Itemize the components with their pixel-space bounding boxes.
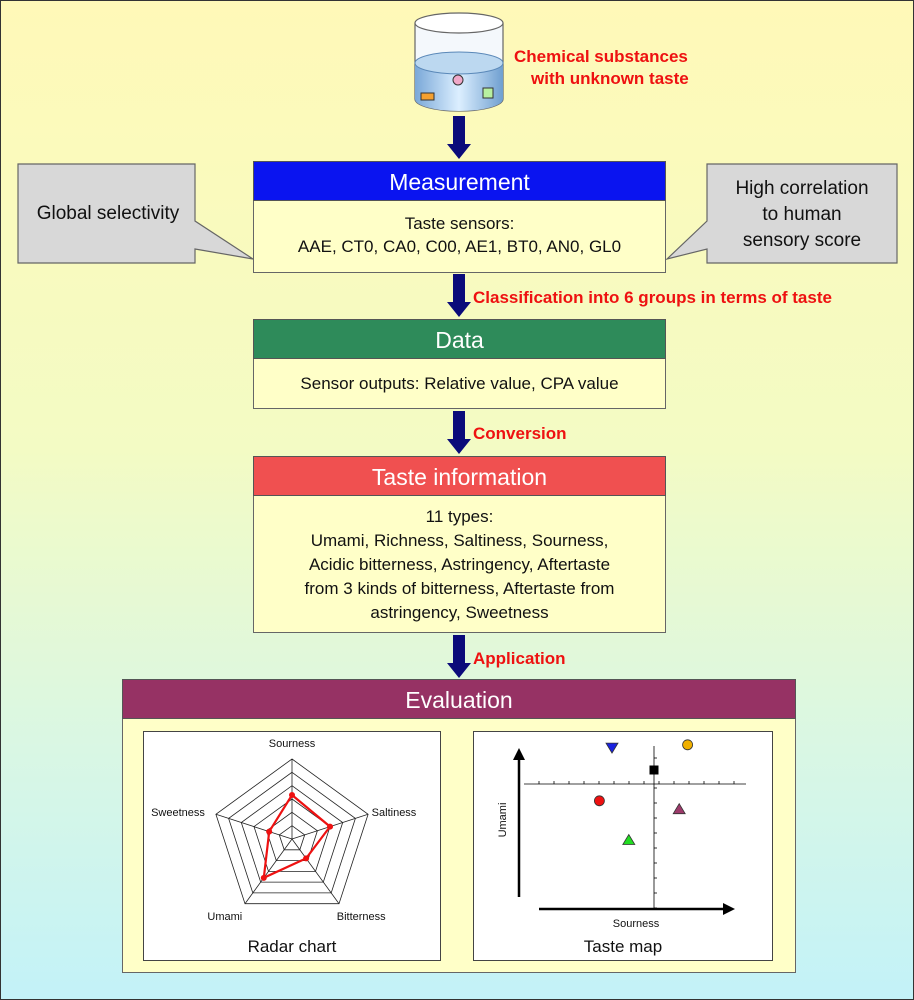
taste-map: Sourness Umami	[497, 739, 746, 930]
callout-left	[17, 163, 254, 264]
arrow2-label: Conversion	[473, 424, 567, 443]
radar-axis-label: Sourness	[269, 738, 316, 750]
radar-grid-ring	[278, 825, 306, 851]
radar-grid-ring	[228, 771, 356, 894]
map-caption: Taste map	[583, 937, 663, 956]
callout-left-text: Global selectivity	[36, 203, 180, 224]
callout-right	[665, 163, 898, 264]
taste-info-text: 11 types: Umami, Richness, Saltiness, So…	[253, 505, 666, 625]
taste-info-line4: from 3 kinds of bitterness, Aftertaste f…	[304, 579, 615, 598]
taste-map-panel: Sourness Umami Taste map	[473, 731, 773, 961]
radar-point	[303, 855, 310, 862]
map-y-label: Umami	[497, 803, 509, 838]
radar-caption: Radar chart	[247, 937, 337, 956]
map-point	[649, 765, 659, 775]
taste-info-line5: astringency, Sweetness	[370, 603, 549, 622]
radar-axis-label: Saltiness	[372, 807, 417, 819]
radar-point	[289, 792, 295, 798]
radar-point	[327, 823, 334, 830]
map-x-label: Sourness	[613, 918, 660, 930]
arrow-down-icon	[447, 116, 471, 159]
taste-info-line3: Acidic bitterness, Astringency, Aftertas…	[308, 555, 611, 574]
radar-grid-ring	[215, 758, 369, 905]
arrow3-label: Application	[473, 649, 566, 668]
radar-axis-line	[244, 838, 293, 904]
source-label-line2: with unknown taste	[531, 69, 689, 88]
radar-axis-label: Sweetness	[151, 807, 205, 819]
arrow1-label: Classification into 6 groups in terms of…	[473, 288, 832, 307]
beaker-icon	[414, 12, 504, 112]
radar-point	[260, 874, 267, 881]
radar-axis-label: Bitterness	[337, 911, 386, 923]
measurement-line2: AAE, CT0, CA0, C00, AE1, BT0, AN0, GL0	[297, 237, 622, 256]
taste-info-line2: Umami, Richness, Saltiness, Sourness,	[310, 531, 609, 550]
map-x-arrowhead	[723, 903, 735, 915]
measurement-text: Taste sensors: AAE, CT0, CA0, C00, AE1, …	[253, 212, 666, 258]
source-label-line1: Chemical substances	[514, 47, 688, 66]
map-point	[605, 742, 619, 754]
radar-point	[266, 828, 273, 835]
radar-series-line	[262, 793, 332, 880]
radar-axis-label: Umami	[207, 911, 242, 923]
radar-grid-ring	[240, 785, 344, 883]
map-point	[672, 802, 686, 815]
taste-info-title: Taste information	[253, 456, 666, 496]
callout-right-line1: High correlation	[735, 178, 869, 199]
map-point	[594, 795, 605, 807]
map-y-arrowhead	[513, 748, 525, 760]
taste-info-line1: 11 types:	[425, 507, 494, 526]
arrow-down-icon	[447, 635, 471, 678]
map-point	[682, 739, 694, 751]
callout-right-text: High correlation to human sensory score	[707, 176, 897, 254]
arrow-down-icon	[447, 274, 471, 317]
callout-right-line3: sensory score	[742, 230, 862, 251]
callout-right-line2: to human	[762, 204, 842, 225]
map-point	[622, 833, 636, 845]
radar-axis-line	[215, 813, 293, 840]
measurement-line1: Taste sensors:	[404, 214, 515, 233]
evaluation-title: Evaluation	[122, 679, 796, 719]
radar-axis-line	[291, 838, 340, 904]
data-line1: Sensor outputs: Relative value, CPA valu…	[300, 374, 619, 393]
measurement-title: Measurement	[253, 161, 666, 201]
data-title: Data	[253, 319, 666, 359]
arrow-down-icon	[447, 411, 471, 454]
